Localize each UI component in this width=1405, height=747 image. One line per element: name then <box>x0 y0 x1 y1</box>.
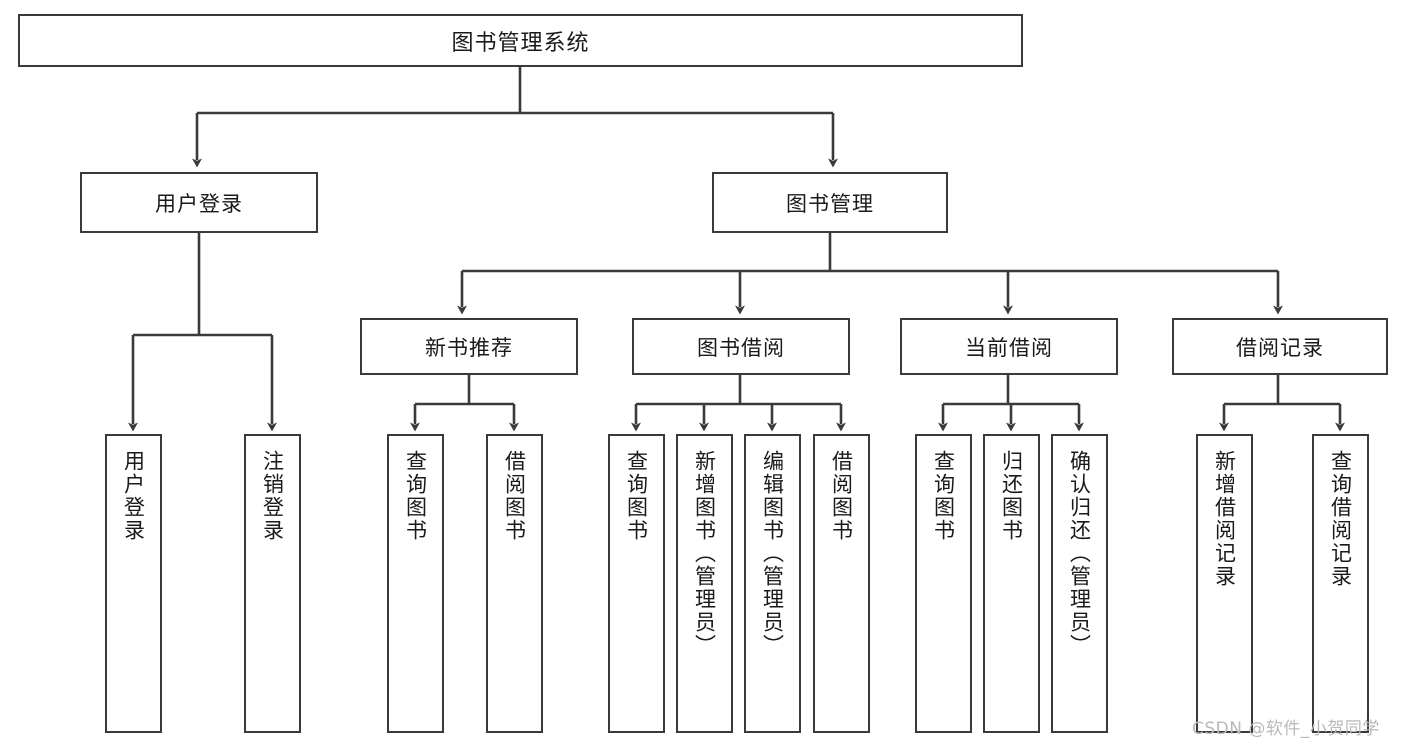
node-label: 查询图书 <box>403 450 428 542</box>
node-label: 新增借阅记录 <box>1212 450 1237 588</box>
node-user-login[interactable]: 用户登录 <box>80 172 318 233</box>
node-label: 注销登录 <box>260 450 285 542</box>
node-label: 当前借阅 <box>965 335 1053 360</box>
node-new-book-recommend[interactable]: 新书推荐 <box>360 318 578 375</box>
node-leaf-borrow-add-book-admin[interactable]: 新增图书（管理员） <box>676 434 733 733</box>
node-leaf-current-return-book[interactable]: 归还图书 <box>983 434 1040 733</box>
node-borrow-record[interactable]: 借阅记录 <box>1172 318 1388 375</box>
node-label: 归还图书 <box>999 450 1024 542</box>
csdn-watermark: CSDN @软件_小贺同学 <box>1192 719 1380 739</box>
node-label: 编辑图书（管理员） <box>760 450 785 657</box>
node-leaf-newbook-borrow-book[interactable]: 借阅图书 <box>486 434 543 733</box>
node-label: 借阅图书 <box>829 450 854 542</box>
node-label: 用户登录 <box>155 191 243 216</box>
node-label: 图书管理 <box>786 191 874 216</box>
node-book-borrow[interactable]: 图书借阅 <box>632 318 850 375</box>
node-label: 新增图书（管理员） <box>692 450 717 657</box>
node-label: 用户登录 <box>121 450 146 542</box>
node-current-borrow[interactable]: 当前借阅 <box>900 318 1118 375</box>
node-leaf-newbook-query-book[interactable]: 查询图书 <box>387 434 444 733</box>
node-leaf-record-query-record[interactable]: 查询借阅记录 <box>1312 434 1369 733</box>
node-leaf-user-login-signout[interactable]: 注销登录 <box>244 434 301 733</box>
node-label: 图书借阅 <box>697 335 785 360</box>
node-label: 图书管理系统 <box>451 30 590 56</box>
node-leaf-current-query-book[interactable]: 查询图书 <box>915 434 972 733</box>
node-leaf-borrow-query-book[interactable]: 查询图书 <box>608 434 665 733</box>
node-leaf-borrow-edit-book-admin[interactable]: 编辑图书（管理员） <box>744 434 801 733</box>
node-leaf-user-login-signin[interactable]: 用户登录 <box>105 434 162 733</box>
node-book-management[interactable]: 图书管理 <box>712 172 948 233</box>
node-label: 借阅记录 <box>1236 335 1324 360</box>
node-leaf-borrow-borrow-book[interactable]: 借阅图书 <box>813 434 870 733</box>
node-label: 新书推荐 <box>425 335 513 360</box>
node-label: 确认归还（管理员） <box>1067 450 1092 657</box>
node-label: 查询图书 <box>624 450 649 542</box>
node-leaf-current-confirm-return-admin[interactable]: 确认归还（管理员） <box>1051 434 1108 733</box>
node-label: 查询借阅记录 <box>1328 450 1353 588</box>
node-leaf-record-add-record[interactable]: 新增借阅记录 <box>1196 434 1253 733</box>
node-root-library-system[interactable]: 图书管理系统 <box>18 14 1023 67</box>
node-label: 查询图书 <box>931 450 956 542</box>
node-label: 借阅图书 <box>502 450 527 542</box>
